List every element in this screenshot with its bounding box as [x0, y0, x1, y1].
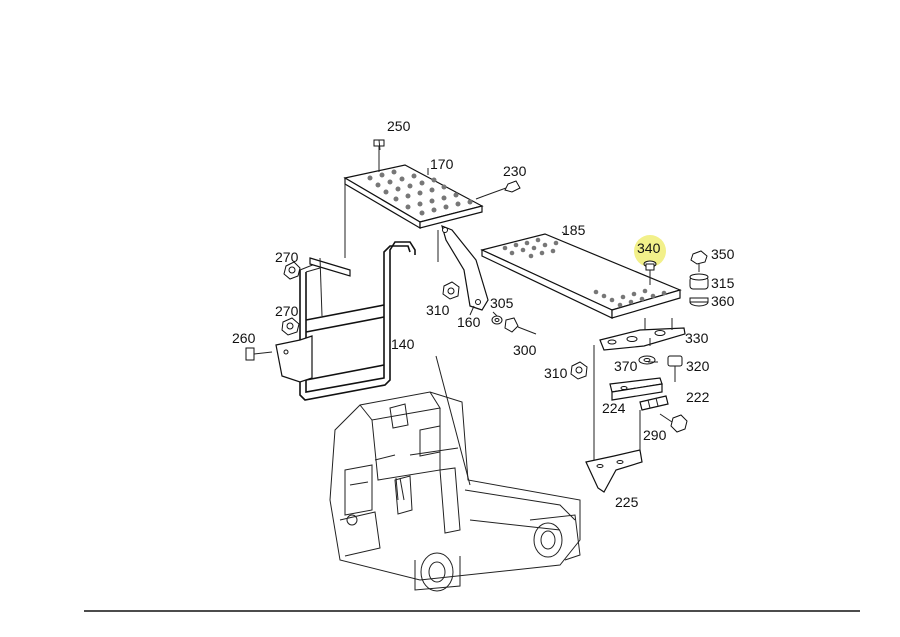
callout-310-lower[interactable]: 310 — [544, 365, 568, 381]
callout-350[interactable]: 350 — [711, 246, 735, 262]
callout-250[interactable]: 250 — [387, 118, 411, 134]
washer-370 — [638, 355, 656, 365]
callout-222[interactable]: 222 — [686, 389, 710, 405]
clip-222 — [639, 395, 669, 411]
callout-224[interactable]: 224 — [602, 400, 626, 416]
washer-305 — [491, 315, 503, 325]
callout-270-upper[interactable]: 270 — [275, 249, 299, 265]
callout-160[interactable]: 160 — [457, 314, 481, 330]
bolt-260 — [245, 347, 273, 361]
highlight-marker — [634, 235, 666, 267]
callout-360[interactable]: 360 — [711, 293, 735, 309]
bolt-350 — [690, 250, 708, 272]
callout-230[interactable]: 230 — [503, 163, 527, 179]
nut-310-upper — [442, 281, 460, 300]
callout-340[interactable]: 340 — [637, 240, 661, 256]
callout-260[interactable]: 260 — [232, 330, 256, 346]
nut-270-lower — [281, 317, 300, 336]
step-170-holes — [367, 169, 473, 216]
nut-360 — [689, 297, 709, 307]
callout-270-lower[interactable]: 270 — [275, 303, 299, 319]
bracket-224 — [609, 377, 663, 401]
callout-labels: 250 170 230 185 340 350 315 360 270 270 … — [232, 118, 735, 510]
callout-310-upper[interactable]: 310 — [426, 302, 450, 318]
mount-plate-330 — [599, 318, 686, 351]
bolt-300 — [504, 317, 537, 335]
callout-370[interactable]: 370 — [614, 358, 638, 374]
callout-140[interactable]: 140 — [391, 336, 415, 352]
leader-lines — [378, 139, 658, 363]
step-185-holes-right — [593, 288, 667, 308]
step-185 — [480, 233, 682, 319]
callout-320[interactable]: 320 — [686, 358, 710, 374]
nut-310-lower — [570, 361, 588, 380]
side-bracket — [275, 335, 313, 383]
step-170 — [343, 164, 484, 230]
callout-315[interactable]: 315 — [711, 275, 735, 291]
bolt-230 — [475, 180, 521, 200]
bracket-225 — [585, 345, 643, 493]
step-185-holes-left — [502, 237, 559, 259]
callout-225[interactable]: 225 — [615, 494, 639, 510]
truck-illustration — [329, 355, 581, 592]
callout-305[interactable]: 305 — [490, 295, 514, 311]
ladder-140 — [299, 241, 416, 401]
callout-170[interactable]: 170 — [430, 156, 454, 172]
bolt-340 — [643, 260, 657, 285]
nut-270-upper — [283, 261, 301, 280]
bushing-315 — [689, 273, 709, 290]
callout-290[interactable]: 290 — [643, 427, 667, 443]
bolt-320 — [667, 355, 683, 382]
support-bracket-160 — [437, 224, 489, 311]
callout-330[interactable]: 330 — [685, 330, 709, 346]
callout-185[interactable]: 185 — [562, 222, 586, 238]
frame-strap — [309, 180, 351, 317]
callout-300[interactable]: 300 — [513, 342, 537, 358]
bolt-290 — [659, 413, 688, 433]
